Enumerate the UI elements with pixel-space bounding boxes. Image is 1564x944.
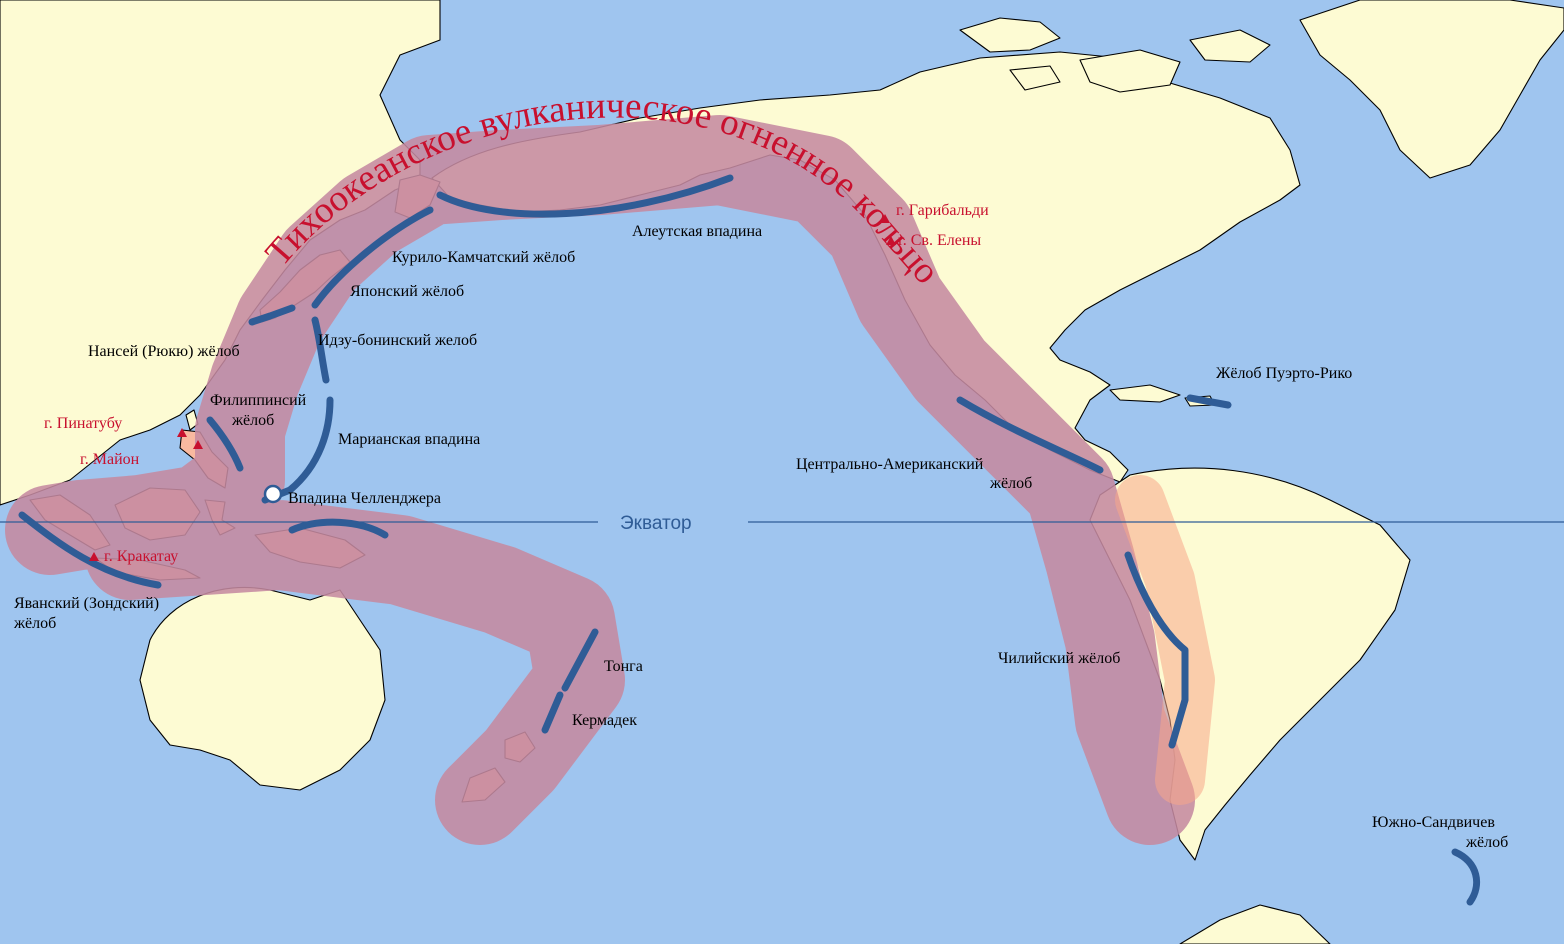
chile-trench [1124,551,1189,749]
nansei-label: Нансей (Рюкю) жёлоб [88,343,240,360]
kuril-kamchatka-trench [311,206,434,309]
trenches [18,174,1481,906]
puerto-rico-label: Жёлоб Пуэрто-Рико [1216,365,1352,382]
philippine-label-2: жёлоб [231,412,274,429]
st-helens-triangle-marker-icon [886,236,896,245]
challenger-deep-circle-marker-icon [263,484,283,504]
central-america-label-1: Центрально-Американский [796,456,984,473]
ring-of-fire-band [5,115,1195,845]
south-sandwich-label-1: Южно-Сандвичев [1372,814,1495,831]
arctic-islands [959,17,1271,93]
japan-label: Японский жёлоб [350,283,464,300]
central-america-label-2: жёлоб [989,475,1032,492]
trench-labels: Алеутская впадина Курило-Камчатский жёло… [13,223,1508,851]
pinatubo-triangle-marker-icon [177,428,187,437]
krakatoa-label: г. Кракатау [104,548,178,565]
philippine-trench [206,416,244,472]
mayon-label: г. Майон [80,451,140,468]
ring-of-fire-band-americas [1115,475,1215,805]
nansei-trench [248,304,296,326]
java-label-2: жёлоб [13,615,56,632]
central-america-trench [956,396,1104,474]
garibaldi-label: г. Гарибальди [896,202,989,219]
krakatoa-triangle-marker-icon [89,552,99,561]
philippine-label-1: Филиппинсий [210,392,307,409]
antarctica [1179,904,1331,944]
st-helens-label: г. Св. Елены [898,232,981,249]
izu-bonin-label: Идзу-бонинский желоб [318,332,477,349]
japan-trench [311,316,330,384]
south-sandwich-label-2: жёлоб [1465,834,1508,851]
equator-label: Экватор [620,513,692,534]
garibaldi-triangle-marker-icon [880,214,890,223]
tonga-label: Тонга [604,658,643,675]
volcano-labels: г. Гарибальди г. Св. Елены г. Пинатубу г… [44,202,989,565]
java-trench [18,511,162,589]
challenger-label: Впадина Челленджера [288,490,441,507]
kermadec-label: Кермадек [572,712,637,729]
izu-bonin-trench [261,396,334,504]
greenland [1299,0,1564,179]
java-label-1: Яванский (Зондский) [14,595,159,612]
volcano-markers [89,214,896,561]
new-guinea-trench [288,518,389,539]
chile-label: Чилийский жёлоб [998,650,1120,667]
pinatubo-label: г. Пинатубу [44,415,122,432]
south-sandwich-trench [1451,848,1481,906]
tonga-trench [561,628,599,692]
aleutian-label: Алеутская впадина [632,223,762,240]
kermadec-trench [541,691,564,734]
mariana-label: Марианская впадина [338,431,480,448]
kuril-kamchatka-label: Курило-Камчатский жёлоб [392,249,575,266]
aleutian-trench [436,174,734,218]
mayon-triangle-marker-icon [193,440,203,449]
puerto-rico-trench [1186,394,1232,409]
